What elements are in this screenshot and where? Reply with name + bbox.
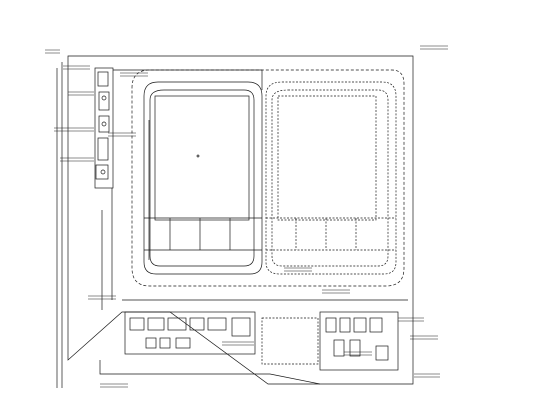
building-bottom-left xyxy=(124,311,256,355)
site-boundary xyxy=(67,55,414,385)
callout-marks xyxy=(45,45,448,388)
bottom-pipe xyxy=(99,360,321,385)
equipment-strip xyxy=(94,67,114,310)
ring-road xyxy=(131,69,405,287)
building-bottom-right xyxy=(319,311,399,371)
dashed-zone xyxy=(261,317,319,365)
right-tank xyxy=(265,81,397,275)
left-tank xyxy=(143,81,263,275)
